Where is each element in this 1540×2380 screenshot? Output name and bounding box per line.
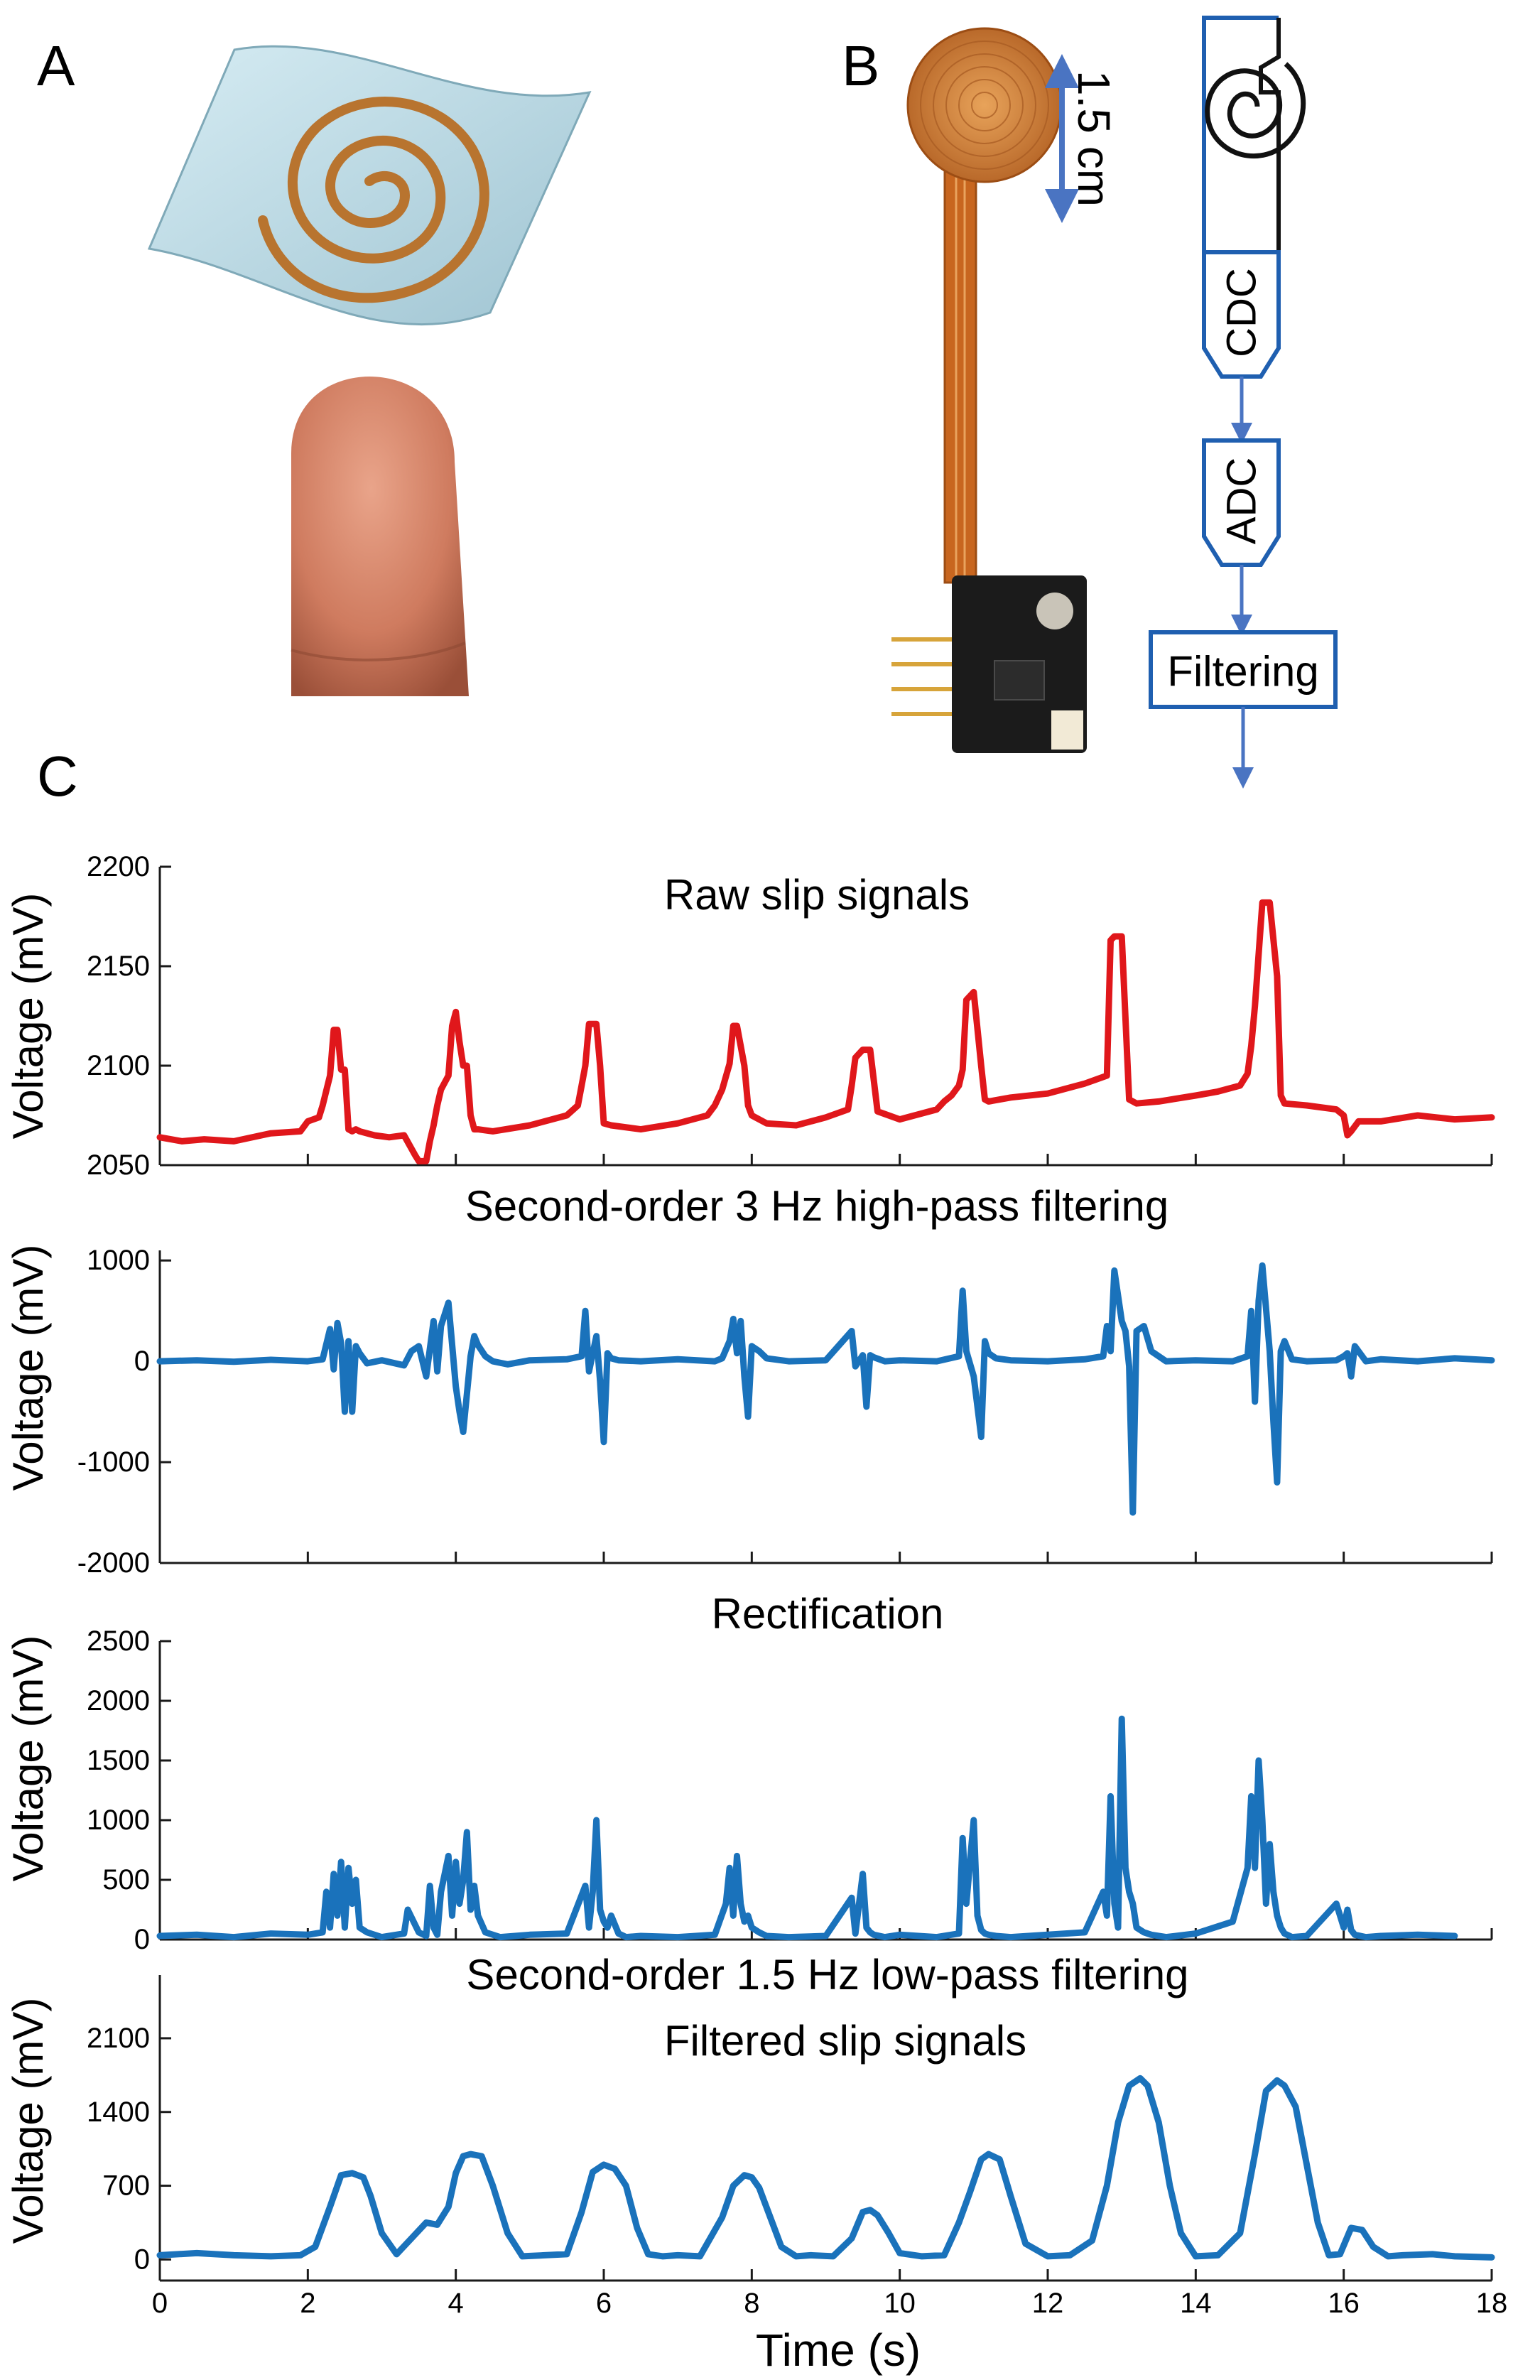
chart-title: Rectification bbox=[712, 1590, 944, 1638]
y-axis-label: Voltage (mV) bbox=[4, 1245, 52, 1491]
x-tick-label: 18 bbox=[1476, 2288, 1508, 2319]
chart-rectification: Rectification Voltage (mV) 0 500 1000 1500 2… bbox=[4, 1590, 1493, 1955]
filtering-label: Filtering bbox=[1167, 648, 1318, 696]
chart-title: Second-order 3 Hz high-pass filtering bbox=[465, 1182, 1169, 1230]
y-tick-label: 2050 bbox=[87, 1150, 150, 1181]
y-tick-label: 2000 bbox=[87, 1685, 150, 1716]
circuit-board bbox=[891, 575, 1087, 753]
y-tick-label: 1400 bbox=[87, 2097, 150, 2128]
panel-label-b: B bbox=[842, 34, 879, 97]
x-tick-label: 8 bbox=[744, 2288, 759, 2319]
y-tick-label: 1500 bbox=[87, 1745, 150, 1776]
chart-highpass: Second-order 3 Hz high-pass filtering Vo… bbox=[4, 1182, 1495, 1579]
series-line bbox=[156, 1262, 1495, 1516]
y-tick-label: 0 bbox=[134, 1924, 150, 1955]
y-axis-label: Voltage (mV) bbox=[4, 1998, 52, 2244]
y-tick-label: -2000 bbox=[77, 1547, 150, 1579]
y-tick-label: 2200 bbox=[87, 851, 150, 882]
x-tick-label: 16 bbox=[1328, 2288, 1360, 2319]
chart-raw: Raw slip signals Voltage (mV) 2050 2100 21… bbox=[4, 851, 1495, 1181]
x-axis-label: Time (s) bbox=[756, 2325, 921, 2376]
cdc-label: CDC bbox=[1219, 268, 1265, 357]
series-line bbox=[156, 1715, 1458, 1941]
y-axis-label: Voltage (mV) bbox=[4, 893, 52, 1140]
y-tick-label: 2500 bbox=[87, 1626, 150, 1657]
x-tick-label: 14 bbox=[1180, 2288, 1212, 2319]
flexible-sensor-photo bbox=[891, 27, 1087, 753]
panel-c-charts: Raw slip signals Voltage (mV) 2050210021… bbox=[4, 851, 1507, 2376]
cdc-block bbox=[1202, 250, 1281, 379]
sensor-sheet-illustration bbox=[147, 45, 592, 326]
adc-label: ADC bbox=[1219, 458, 1265, 544]
scale-bar: 1.5 cm bbox=[1045, 54, 1119, 223]
y-axis-label: Voltage (mV) bbox=[4, 1635, 52, 1882]
y-tick-label: 0 bbox=[134, 2244, 150, 2275]
adc-block bbox=[1202, 438, 1281, 567]
x-tick-label: 2 bbox=[300, 2288, 315, 2319]
x-tick-label: 12 bbox=[1032, 2288, 1064, 2319]
x-tick-label: 10 bbox=[884, 2288, 916, 2319]
panel-label-c: C bbox=[37, 745, 78, 808]
y-tick-label: 1000 bbox=[87, 1805, 150, 1836]
y-tick-label: -1000 bbox=[77, 1446, 150, 1478]
y-tick-label: 2100 bbox=[87, 1050, 150, 1081]
y-tick-label: 1000 bbox=[87, 1245, 150, 1276]
scale-label: 1.5 cm bbox=[1068, 70, 1119, 207]
panel-label-a: A bbox=[37, 34, 75, 97]
x-tick-label: 4 bbox=[448, 2288, 464, 2319]
y-tick-label: 2100 bbox=[87, 2023, 150, 2054]
filtering-block bbox=[1149, 630, 1338, 709]
spiral-sensor-icon bbox=[1205, 62, 1306, 158]
y-tick-label: 700 bbox=[102, 2170, 150, 2202]
y-tick-label: 500 bbox=[102, 1864, 150, 1895]
chart-lowpass: Second-order 1.5 Hz low-pass filtering F… bbox=[4, 1951, 1507, 2376]
spiral-electrode-icon bbox=[258, 96, 489, 303]
sensor-pad bbox=[906, 27, 1063, 183]
x-tick-label: 6 bbox=[596, 2288, 612, 2319]
series-line bbox=[156, 899, 1495, 1164]
fingertip-illustration bbox=[291, 377, 469, 696]
chart-title: Second-order 1.5 Hz low-pass filtering bbox=[466, 1951, 1188, 1998]
chart-subtitle: Filtered slip signals bbox=[664, 2017, 1026, 2065]
chart-title: Raw slip signals bbox=[664, 871, 970, 919]
y-tick-label: 2150 bbox=[87, 951, 150, 982]
signal-flow-diagram: CDC ADC Filtering bbox=[1149, 16, 1338, 789]
y-tick-label: 0 bbox=[134, 1346, 150, 1377]
x-tick-label: 0 bbox=[152, 2288, 168, 2319]
series-line bbox=[156, 2075, 1495, 2261]
